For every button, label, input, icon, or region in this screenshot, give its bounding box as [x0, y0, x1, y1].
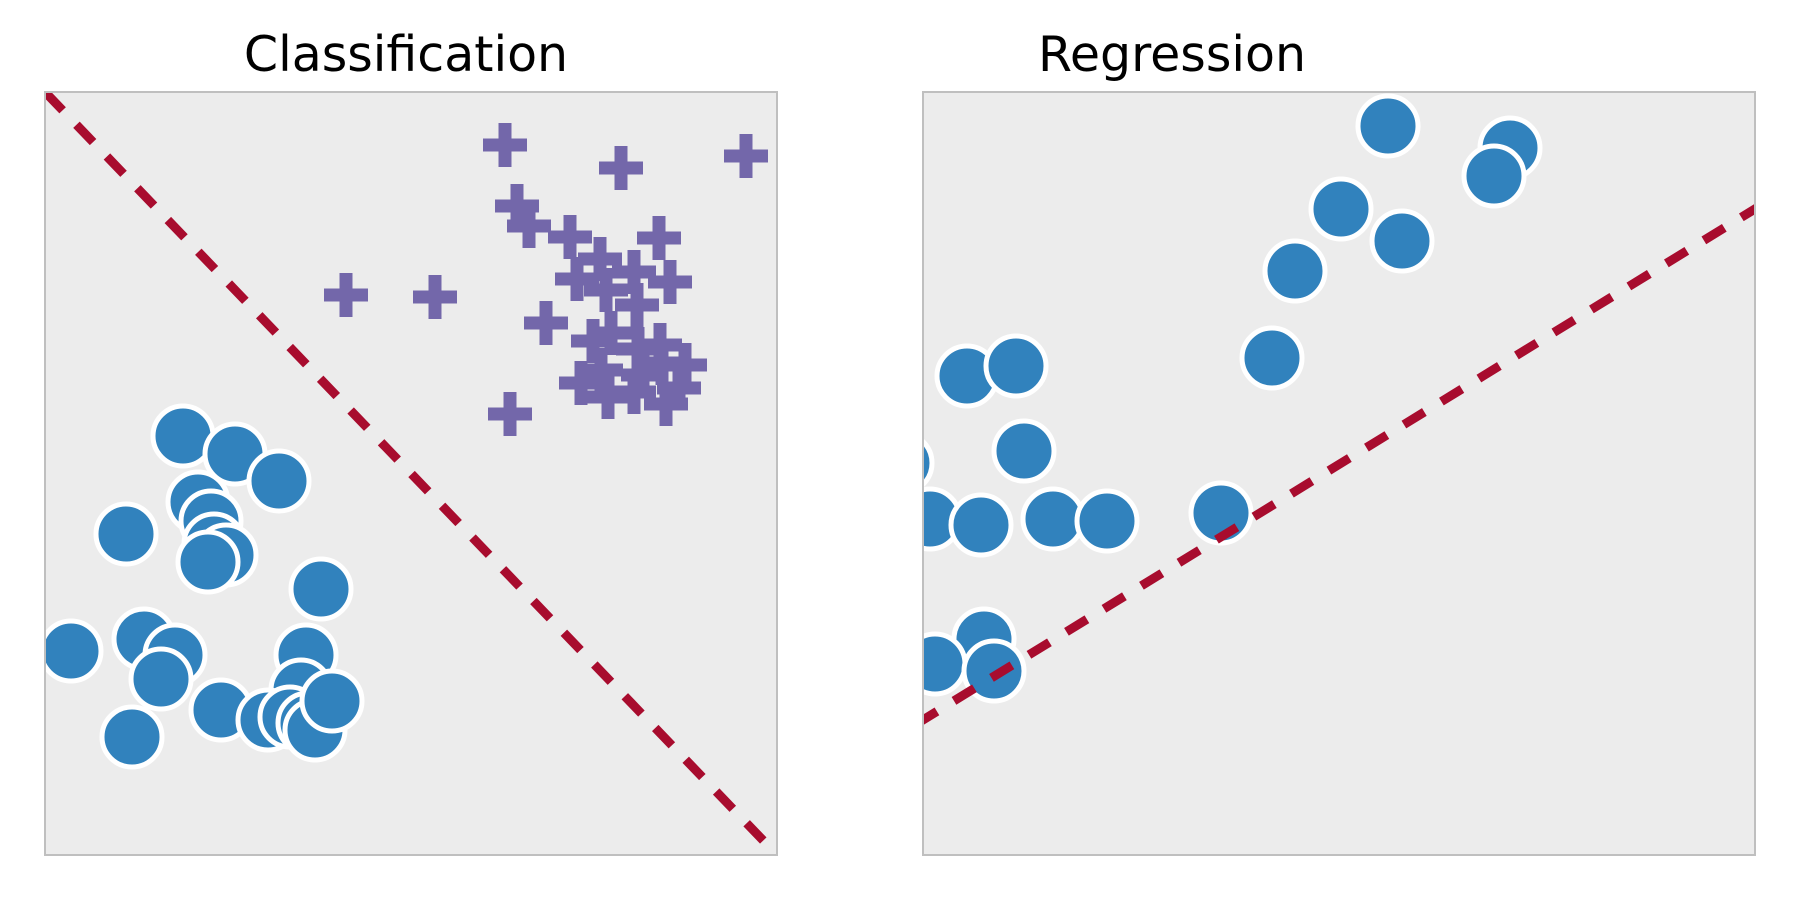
data-point-circle — [288, 556, 354, 622]
panel-title-classification: Classification — [243, 26, 569, 83]
annotation-layer — [924, 204, 1754, 725]
data-point-plus — [495, 184, 539, 228]
data-point-circle — [46, 618, 104, 684]
regression-line — [924, 204, 1754, 725]
data-point-circle — [924, 439, 935, 487]
data-point-plus — [615, 283, 659, 327]
data-point-plus — [599, 146, 643, 190]
data-point-circle — [924, 631, 968, 697]
series-class-positive — [324, 123, 768, 436]
data-point-plus — [586, 375, 630, 419]
data-point-circle — [246, 448, 312, 514]
data-point-circle — [991, 418, 1057, 484]
panel-title-regression: Regression — [1037, 26, 1307, 83]
data-point-circle — [948, 492, 1014, 558]
data-point-plus — [524, 301, 568, 345]
data-point-plus — [555, 257, 599, 301]
data-point-circle — [1262, 238, 1328, 304]
data-point-circle — [1461, 143, 1527, 209]
marker-layer — [46, 123, 768, 770]
data-point-circle — [175, 529, 241, 595]
data-point-circle — [99, 704, 165, 770]
data-point-circle — [983, 333, 1049, 399]
decision-boundary — [46, 93, 776, 854]
data-point-circle — [1308, 176, 1374, 242]
data-point-plus — [413, 275, 457, 319]
data-point-circle — [1369, 208, 1435, 274]
data-point-circle — [299, 668, 365, 734]
data-point-circle — [93, 501, 159, 567]
data-point-plus — [507, 204, 551, 248]
scatter-plot-classification — [46, 93, 776, 854]
scatter-plot-regression — [924, 93, 1754, 725]
series-class-negative — [46, 403, 365, 770]
axes-classification[interactable] — [44, 91, 778, 856]
data-point-plus — [559, 361, 603, 405]
marker-layer — [924, 93, 1543, 704]
data-point-circle — [1239, 325, 1305, 391]
data-point-circle — [1020, 486, 1086, 552]
axes-regression[interactable] — [922, 91, 1756, 856]
data-point-plus — [648, 260, 692, 304]
data-point-plus — [724, 134, 768, 178]
data-point-plus — [324, 273, 368, 317]
annotation-layer — [46, 93, 776, 854]
data-point-circle — [1355, 93, 1421, 159]
data-point-plus — [637, 216, 681, 260]
data-point-plus — [488, 392, 532, 436]
data-point-plus — [548, 215, 592, 259]
data-point-circle — [128, 646, 194, 712]
data-point-plus — [584, 268, 628, 312]
data-point-circle — [961, 638, 1027, 704]
data-point-circle — [1074, 488, 1140, 554]
series-observations — [924, 93, 1543, 704]
data-point-plus — [644, 382, 688, 426]
data-point-plus — [483, 123, 527, 167]
